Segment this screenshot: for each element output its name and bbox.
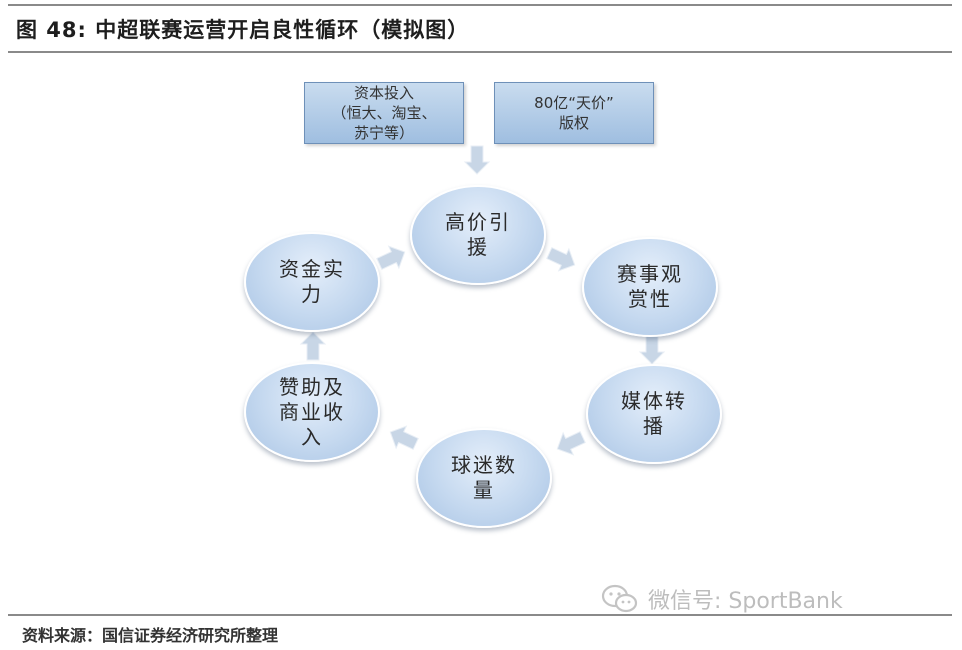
arrow-signing-to-watchability	[543, 241, 581, 277]
footer-rule	[8, 614, 952, 616]
source-note: 资料来源：国信证券经济研究所整理	[22, 626, 279, 645]
watermark-text: 微信号: SportBank	[648, 589, 843, 614]
fans-node: 球迷数 量	[416, 428, 552, 528]
signing-node: 高价引 援	[410, 185, 546, 285]
signing-node-label: 高价引 援	[445, 210, 511, 259]
title-rule	[8, 51, 952, 53]
arrow-watchability-to-broadcast	[639, 335, 665, 365]
rights-input-box: 80亿“天价” 版权	[494, 82, 654, 144]
rights-input-label: 80亿“天价” 版权	[534, 94, 614, 132]
capital-input-box: 资本投入 （恒大、淘宝、 苏宁等）	[304, 82, 464, 144]
arrow-sponsorship-to-funding	[300, 331, 326, 361]
funding-node-label: 资金实 力	[279, 257, 345, 306]
input-arrow	[464, 145, 490, 175]
sponsorship-node-label: 赞助及 商业收 入	[279, 374, 345, 449]
arrow-funding-to-signing	[373, 240, 411, 276]
funding-node: 资金实 力	[244, 232, 380, 332]
wechat-icon	[601, 584, 638, 613]
figure-title: 图 48: 中超联赛运营开启良性循环（模拟图）	[16, 18, 470, 42]
arrow-fans-to-sponsorship	[384, 420, 422, 456]
capital-input-label: 资本投入 （恒大、淘宝、 苏宁等）	[331, 84, 437, 142]
top-rule	[8, 4, 952, 6]
fans-node-label: 球迷数 量	[451, 453, 517, 502]
arrow-broadcast-to-fans	[551, 425, 589, 461]
broadcast-node-label: 媒体转 播	[621, 389, 687, 438]
watchability-node: 赛事观 赏性	[582, 237, 718, 337]
broadcast-node: 媒体转 播	[586, 364, 722, 464]
watermark: 微信号: SportBank	[600, 584, 843, 614]
sponsorship-node: 赞助及 商业收 入	[244, 362, 380, 462]
watchability-node-label: 赛事观 赏性	[617, 262, 683, 311]
